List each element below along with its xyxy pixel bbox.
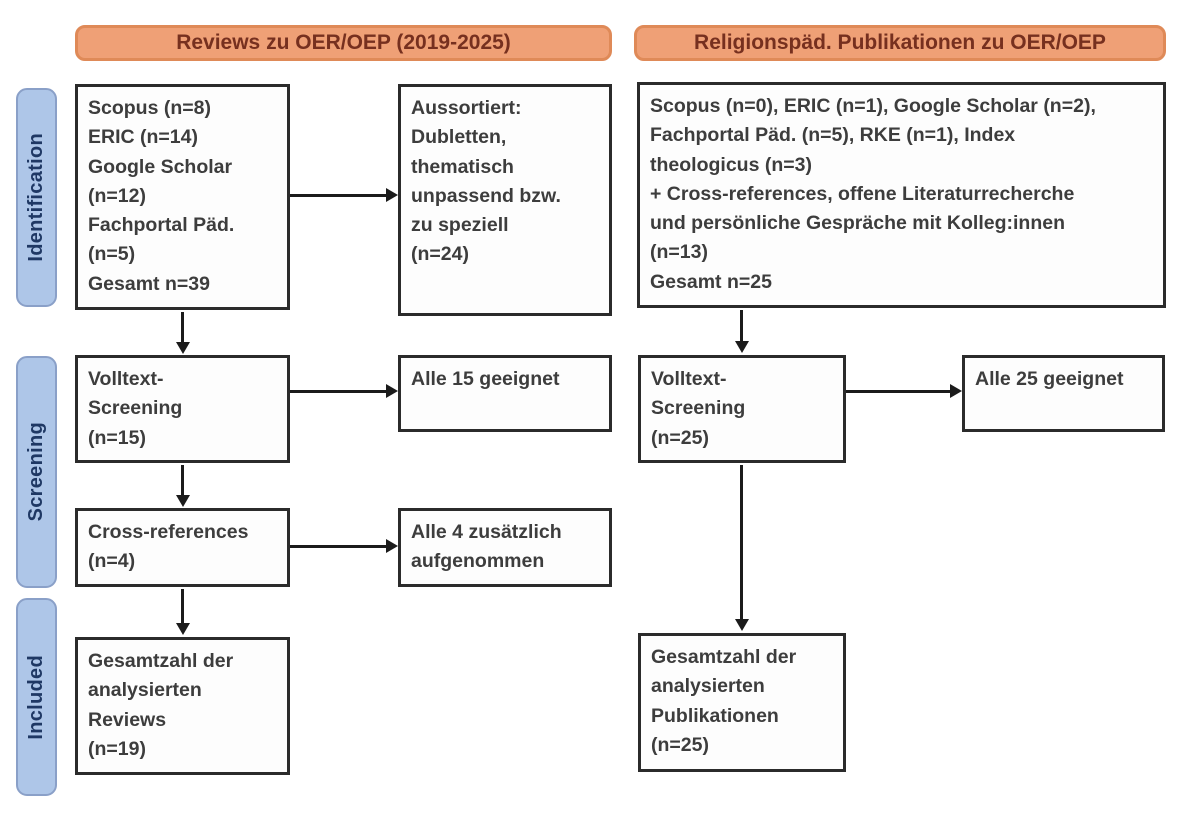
box-right-fulltext-result: Alle 25 geeignet <box>962 355 1165 432</box>
arrow-left-sources-to-excluded <box>290 188 398 202</box>
arrow-left-sources-down <box>175 312 190 354</box>
arrow-right-sources-down <box>734 310 749 353</box>
arrow-right-fulltext-down <box>734 465 749 631</box>
box-right-sources: Scopus (n=0), ERIC (n=1), Google Scholar… <box>637 82 1166 308</box>
stage-label-included-text: Included <box>25 654 47 740</box>
arrow-right-fulltext-to-result <box>846 384 962 398</box>
arrow-left-fulltext-to-result <box>290 384 398 398</box>
box-right-included-total: Gesamtzahl der analysierten Publikatione… <box>638 633 846 772</box>
box-left-excluded: Aussortiert: Dubletten, thematisch unpas… <box>398 84 612 316</box>
stage-label-screening: Screening <box>16 356 57 588</box>
arrow-left-fulltext-down <box>175 465 190 507</box>
box-left-fulltext-screening: Volltext- Screening (n=15) <box>75 355 290 463</box>
box-left-sources: Scopus (n=8) ERIC (n=14) Google Scholar … <box>75 84 290 310</box>
stage-label-screening-text: Screening <box>25 422 47 522</box>
column-header-reviews: Reviews zu OER/OEP (2019-2025) <box>75 25 612 61</box>
box-right-fulltext-screening: Volltext- Screening (n=25) <box>638 355 846 463</box>
arrow-left-crossref-down <box>175 589 190 635</box>
box-left-crossref: Cross-references (n=4) <box>75 508 290 587</box>
column-header-religionspaed: Religionspäd. Publikationen zu OER/OEP <box>634 25 1166 61</box>
box-left-included-total: Gesamtzahl der analysierten Reviews (n=1… <box>75 637 290 775</box>
box-left-crossref-result: Alle 4 zusätzlich aufgenommen <box>398 508 612 587</box>
stage-label-identification: Identification <box>16 88 57 307</box>
box-left-fulltext-result: Alle 15 geeignet <box>398 355 612 432</box>
arrow-left-crossref-to-result <box>290 539 398 553</box>
stage-label-included: Included <box>16 598 57 796</box>
stage-label-identification-text: Identification <box>25 133 47 262</box>
